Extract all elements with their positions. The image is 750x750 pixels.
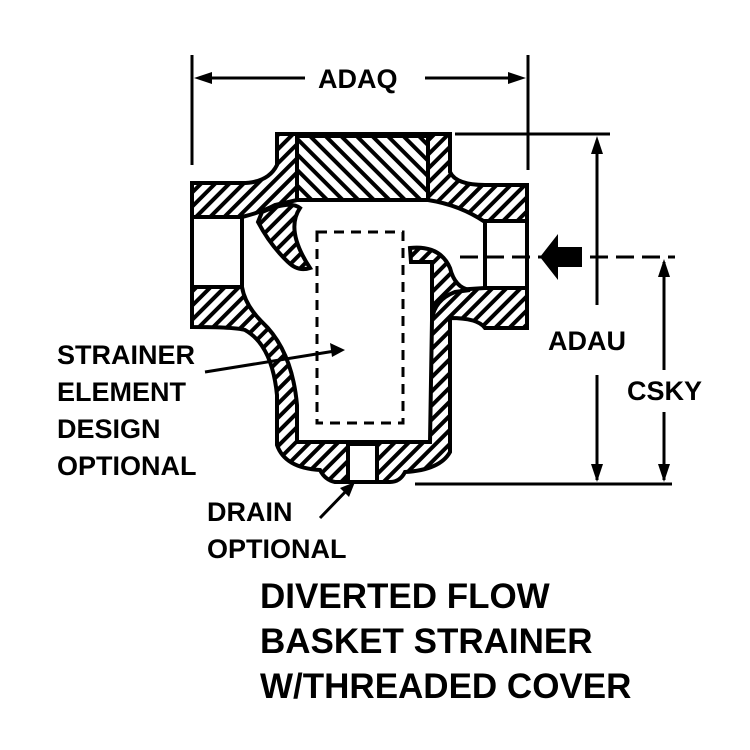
arrowhead-up bbox=[658, 259, 670, 277]
drain-opening bbox=[346, 442, 379, 484]
inlet-opening bbox=[190, 215, 244, 289]
threaded-cover bbox=[295, 134, 430, 202]
arrowhead-up bbox=[591, 136, 603, 154]
note-line: OPTIONAL bbox=[57, 451, 197, 481]
strainer-leader-line bbox=[204, 349, 336, 374]
strainer-element-outline bbox=[315, 230, 405, 425]
left-baffle bbox=[255, 202, 314, 272]
diagram-title: DIVERTED FLOW BASKET STRAINER W/THREADED… bbox=[260, 574, 631, 709]
outlet-opening bbox=[483, 219, 529, 290]
leader-arrowhead bbox=[340, 482, 355, 497]
strainer-element-note: STRAINER ELEMENT DESIGN OPTIONAL bbox=[57, 337, 197, 485]
arrowhead-left bbox=[194, 72, 212, 84]
right-baffle bbox=[407, 245, 471, 321]
drain-note: DRAIN OPTIONAL bbox=[207, 494, 347, 568]
leader-arrowhead bbox=[330, 343, 345, 357]
arrowhead-down bbox=[658, 464, 670, 482]
dimension-label-adau: ADAU bbox=[548, 326, 626, 356]
title-line: W/THREADED COVER bbox=[260, 667, 632, 706]
title-line: BASKET STRAINER bbox=[260, 622, 593, 661]
arrowhead-down bbox=[591, 464, 603, 482]
note-line: ELEMENT bbox=[57, 377, 187, 407]
note-line: DRAIN bbox=[207, 497, 293, 527]
flow-direction-arrow-icon bbox=[540, 234, 582, 280]
dimension-label-csky: CSKY bbox=[627, 376, 703, 406]
arrowhead-right bbox=[508, 72, 526, 84]
title-line: DIVERTED FLOW bbox=[260, 577, 550, 616]
note-line: OPTIONAL bbox=[207, 534, 347, 564]
note-line: STRAINER bbox=[57, 340, 196, 370]
note-line: DESIGN bbox=[57, 414, 161, 444]
dimension-label-adaq: ADAQ bbox=[318, 64, 398, 94]
